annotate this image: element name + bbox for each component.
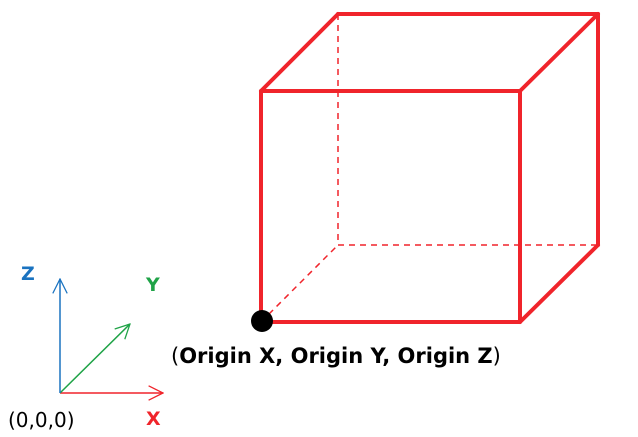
cube-hidden-edge-depth [260, 244, 339, 323]
origin-coordinates-label: (0,0,0) [8, 408, 75, 432]
cube [259, 12, 600, 324]
axes-indicator: X Y Z (0,0,0) [8, 263, 163, 432]
origin-sep-2: , [382, 344, 397, 368]
cube-bottom-right-edge [518, 243, 600, 324]
cube-origin-label: (Origin X, Origin Y, Origin Z) [171, 344, 501, 368]
origin-sep-1: , [275, 344, 290, 368]
cube-origin-dot [251, 310, 273, 332]
y-axis-label: Y [145, 274, 160, 296]
cube-top-left-edge [259, 12, 340, 93]
origin-z-label: Origin Z [398, 344, 493, 368]
x-axis-label: X [146, 408, 161, 430]
origin-close-paren: ) [493, 344, 501, 368]
origin-y-label: Origin Y [291, 344, 387, 368]
cube-top-right-edge [518, 12, 600, 93]
cube-front-face [259, 89, 522, 324]
origin-x-label: Origin X [179, 344, 275, 368]
z-axis-label: Z [21, 263, 35, 285]
origin-open-paren: ( [171, 344, 179, 368]
y-axis-arrow [59, 324, 130, 394]
